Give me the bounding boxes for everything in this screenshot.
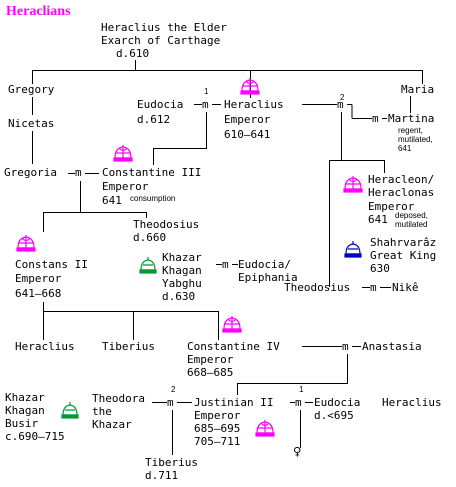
person-title: Emperor (102, 180, 149, 193)
person-name: Nikê (392, 281, 419, 294)
marriage-symbol: m (295, 396, 302, 409)
persian-crown-icon (342, 239, 364, 261)
emperor-crown-icon (112, 142, 134, 164)
person-name: Heraclius (382, 396, 442, 409)
person-title: Yabghu (162, 277, 202, 290)
person-dates: 641–668 (15, 287, 62, 300)
person-dates: 705–711 (194, 435, 241, 448)
person-name: Theodosius (284, 281, 351, 294)
person-title: Emperor (368, 200, 415, 213)
person-title: Busir (5, 417, 39, 430)
person-name: Khazar (162, 251, 202, 264)
person-title: Khagan (162, 264, 202, 277)
marriage-order-number: 2 (171, 385, 176, 394)
person-title: Emperor (224, 113, 271, 126)
person-title: Emperor (15, 272, 62, 285)
person-name: Eudocia (314, 396, 361, 409)
person-dates: d.630 (162, 290, 196, 303)
person-name: Constantine IV (187, 340, 280, 353)
person-name: Heraclius (15, 340, 75, 353)
marriage-symbol: m (202, 98, 209, 111)
marriage-symbol: m (370, 281, 377, 294)
daughter-symbol-icon: ♀ (293, 444, 302, 460)
person-name: Epiphania (238, 271, 298, 284)
emperor-crown-icon (342, 173, 364, 195)
marriage-order-number: 1 (204, 87, 209, 96)
person-name: Tiberius (102, 340, 155, 353)
marriage-order-number: 1 (299, 385, 304, 394)
person-dates: 668–685 (187, 366, 234, 379)
person-name: Tiberius (145, 456, 198, 469)
person-name: Maria (401, 83, 435, 96)
person-name: Constantine III (102, 166, 202, 179)
person-title: Emperor (194, 409, 241, 422)
person-name: Martina (388, 112, 435, 125)
khagan-crown-icon (137, 255, 159, 277)
marriage-order-number: 2 (340, 93, 345, 102)
person-title: Emperor (187, 353, 234, 366)
emperor-crown-icon (239, 75, 261, 97)
person-title: Khazar (92, 418, 132, 431)
emperor-crown-icon (254, 417, 276, 439)
person-title: Khagan (5, 404, 45, 417)
person-dates: 641 (102, 194, 122, 207)
marriage-symbol: m (337, 98, 344, 111)
person-name: Theodosius (133, 218, 200, 231)
person-name: Anastasia (362, 340, 422, 353)
person-note: regent, mutilated, 641 (398, 126, 433, 153)
person-dates: d.612 (137, 113, 171, 126)
person-dates: d.610 (116, 47, 150, 60)
person-name: Heraclonas (368, 186, 435, 199)
person-dates: 685–695 (194, 422, 241, 435)
marriage-symbol: m (372, 112, 379, 125)
person-dates: d.660 (133, 231, 167, 244)
person-name: Eudocia (137, 98, 184, 111)
marriage-symbol: m (167, 396, 174, 409)
person-dates: d.711 (145, 469, 179, 482)
person-dates: 630 (370, 262, 390, 275)
person-name: Shahrvarâz (370, 236, 437, 249)
person-title: the (92, 405, 112, 418)
person-title: Exarch of Carthage (101, 34, 221, 47)
person-name: Gregoria (4, 166, 57, 179)
person-title: Great King (370, 249, 437, 262)
person-name: Eudocia/ (238, 258, 291, 271)
person-name: Heracleon/ (368, 173, 435, 186)
person-dates: c.690–715 (5, 430, 65, 443)
dynasty-title: Heraclians (6, 4, 71, 19)
person-name: Heraclius the Elder (101, 21, 227, 34)
person-name: Khazar (5, 391, 45, 404)
person-name: Theodora (92, 392, 145, 405)
person-dates: 641 (368, 213, 388, 226)
person-dates: d.<695 (314, 409, 354, 422)
person-name: Heraclius (224, 98, 284, 111)
person-name: Gregory (8, 83, 55, 96)
emperor-crown-icon (221, 313, 243, 335)
person-name: Constans II (15, 258, 88, 271)
marriage-symbol: m (342, 340, 349, 353)
marriage-symbol: m (75, 166, 82, 179)
person-name: Nicetas (8, 117, 55, 130)
person-note: deposed, mutilated (395, 211, 428, 229)
person-note: consumption (130, 194, 176, 203)
khagan-crown-icon (59, 400, 81, 422)
marriage-symbol: m (222, 258, 229, 271)
person-dates: 610–641 (224, 128, 271, 141)
emperor-crown-icon (15, 232, 37, 254)
person-name: Justinian II (194, 396, 274, 409)
